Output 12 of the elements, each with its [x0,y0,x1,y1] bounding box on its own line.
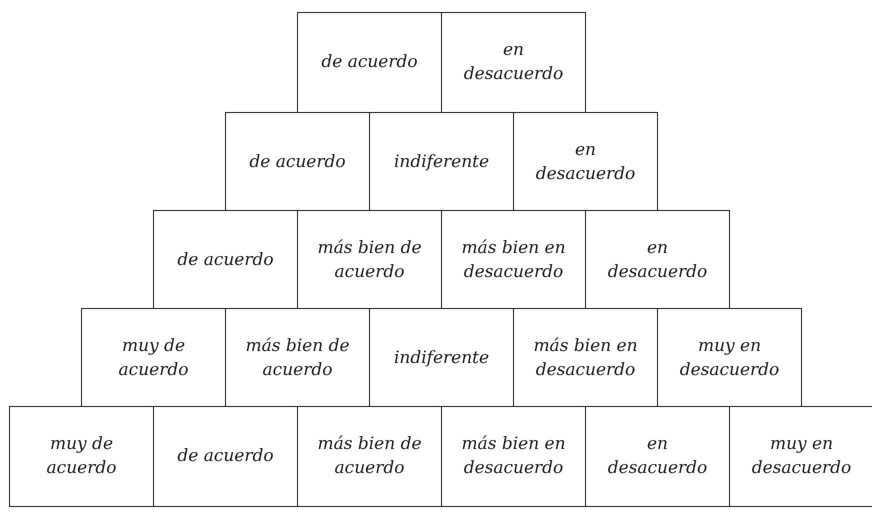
rating-box: muy de acuerdo [81,308,226,409]
rating-box: más bien en desacuerdo [441,406,586,507]
rating-box: muy de acuerdo [9,406,154,507]
rating-box: en desacuerdo [585,210,730,311]
rating-box: de acuerdo [153,406,298,507]
rating-box: muy en desacuerdo [657,308,802,409]
rating-box: de acuerdo [153,210,298,311]
rating-box: muy en desacuerdo [729,406,872,507]
rating-box: más bien de acuerdo [297,406,442,507]
rating-box: de acuerdo [297,12,442,113]
rating-box: en desacuerdo [441,12,586,113]
rating-box: en desacuerdo [585,406,730,507]
